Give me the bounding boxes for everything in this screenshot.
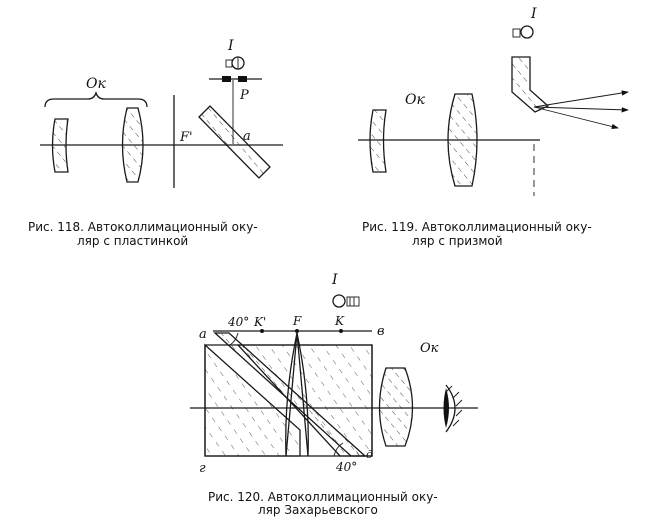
label-ok: Ок xyxy=(86,76,106,92)
diaphragm-left xyxy=(222,76,231,82)
label-a: a xyxy=(199,327,207,342)
label-i: I xyxy=(331,272,338,288)
block-outline xyxy=(204,344,373,457)
eye-icon xyxy=(443,384,463,433)
label-i: I xyxy=(530,6,537,22)
angle-arc-bottom xyxy=(333,442,344,457)
label-g: г xyxy=(199,461,206,476)
label-ok: Ок xyxy=(420,341,439,356)
caption-120-line2: ляр Захарьевского xyxy=(258,503,378,517)
glass-plate xyxy=(198,105,271,179)
label-angle-bottom: 40° xyxy=(335,460,357,474)
eye-lens xyxy=(447,93,478,187)
center-lens xyxy=(285,332,309,457)
lamp-icon xyxy=(512,25,534,39)
caption-118-line2: ляр с пластинкой xyxy=(77,234,188,248)
caption-119-line1: Рис. 119. Автоколлимационный оку- xyxy=(362,220,592,234)
prism xyxy=(511,56,550,113)
figure-118: Ок F' a P I Рис. 118. Автоколлимационный… xyxy=(28,38,283,248)
label-f-prime: F' xyxy=(179,130,193,145)
field-lens xyxy=(51,118,69,173)
caption-120-line1: Рис. 120. Автоколлимационный оку- xyxy=(208,490,438,504)
figure-119: Ок I Рис. 119. Автоколлимационный оку- л… xyxy=(358,6,629,248)
label-i: I xyxy=(227,38,234,54)
center-lens-outline xyxy=(285,332,309,457)
eye-lens xyxy=(378,367,414,447)
eyepiece-brace xyxy=(44,90,148,108)
ray-3 xyxy=(533,106,619,130)
angle-arc-top xyxy=(229,332,239,346)
point-f xyxy=(295,329,299,333)
label-v: в xyxy=(377,324,385,339)
caption-119-line2: ляр с призмой xyxy=(412,234,503,248)
label-p: P xyxy=(239,88,249,103)
point-k xyxy=(339,329,343,333)
ray-2 xyxy=(533,106,629,113)
label-k-prime: K' xyxy=(253,315,266,329)
lamp-icon xyxy=(332,294,360,308)
label-f: F xyxy=(292,314,302,328)
field-lens xyxy=(369,109,387,173)
label-d: д xyxy=(366,448,373,461)
point-k-prime xyxy=(260,329,264,333)
label-ok: Ок xyxy=(405,92,425,108)
diaphragm-right xyxy=(238,76,247,82)
caption-118-line1: Рис. 118. Автоколлимационный оку- xyxy=(28,220,258,234)
label-angle-top: 40° xyxy=(227,315,249,329)
ray-1 xyxy=(533,90,629,108)
figure-120: I a 40° K' F K в Ок г 40° д Рис. 120. Ав… xyxy=(190,272,478,517)
lamp-icon xyxy=(225,56,245,70)
label-k: K xyxy=(334,314,345,328)
eye-lens xyxy=(121,107,144,183)
label-a: a xyxy=(243,129,251,144)
